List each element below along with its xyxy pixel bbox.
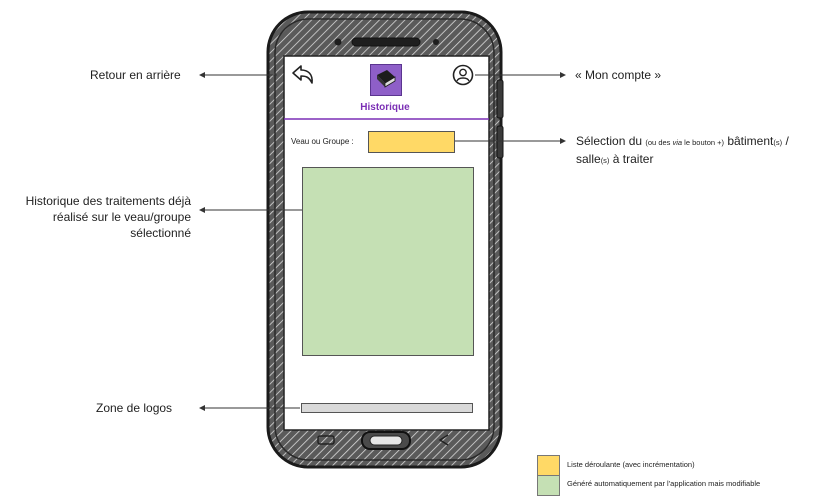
- annotation-back: Retour en arrière: [90, 68, 181, 82]
- history-area: [302, 167, 474, 356]
- annotation-history: Historique des traitements déjà réalisé …: [25, 194, 191, 240]
- account-icon[interactable]: [452, 64, 474, 86]
- field-label: Veau ou Groupe :: [291, 137, 354, 146]
- legend-label-dropdown: Liste déroulante (avec incrémentation): [567, 460, 695, 469]
- page-title: Historique: [360, 102, 410, 113]
- annotation-account: « Mon compte »: [575, 68, 662, 82]
- legend-label-generated: Généré automatiquement par l'application…: [567, 479, 761, 488]
- logo-zone: [301, 403, 473, 413]
- annotation-logos: Zone de logos: [96, 401, 173, 415]
- legend-swatch-generated: [537, 475, 560, 496]
- annotation-selection: Sélection du (ou des via le bouton +) bâ…: [576, 134, 789, 166]
- legend-swatch-dropdown: [537, 455, 560, 476]
- book-icon: [370, 64, 402, 96]
- back-arrow-icon[interactable]: [290, 63, 316, 87]
- selection-dropdown[interactable]: [368, 131, 455, 153]
